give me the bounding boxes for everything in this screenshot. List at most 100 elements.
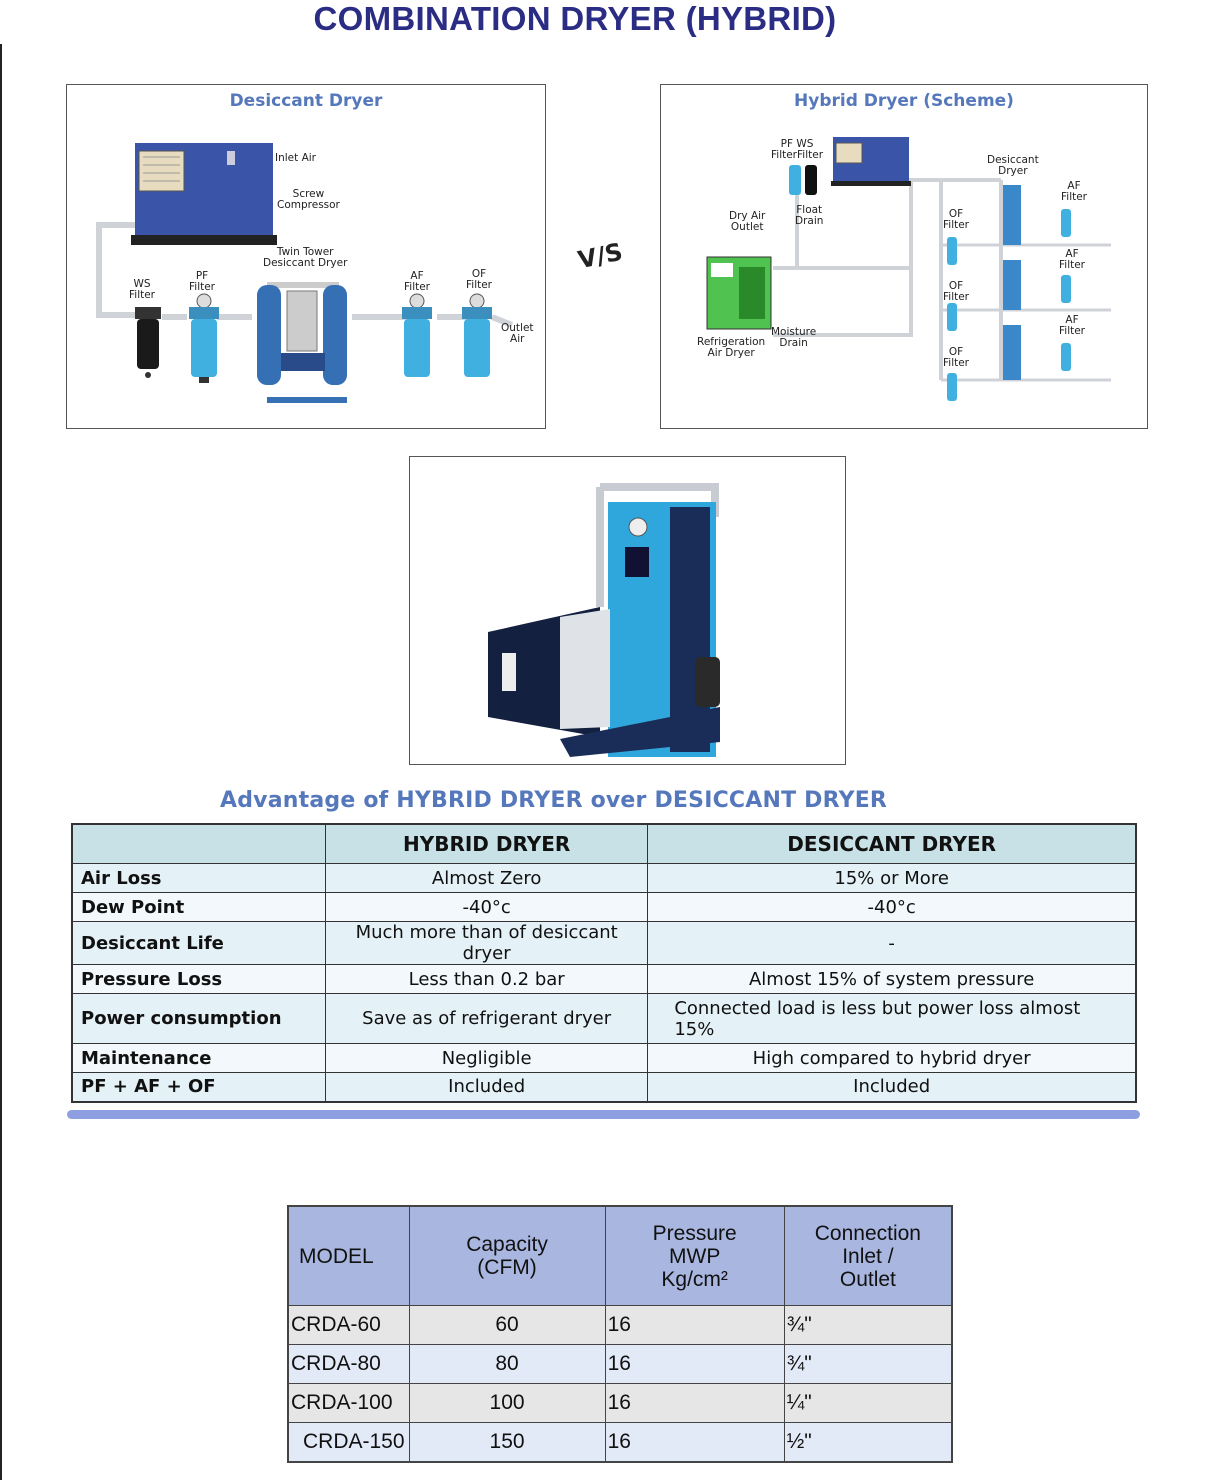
row-label: Desiccant Life	[71, 921, 326, 965]
connection-cell: ¾"	[783, 1344, 953, 1384]
screw-compressor-icon	[131, 143, 277, 245]
of-filter-icon	[462, 293, 492, 377]
desiccant-value: Almost 15% of system pressure	[647, 964, 1137, 994]
page-title: COMBINATION DRYER (HYBRID)	[313, 0, 837, 37]
row-label: Maintenance	[71, 1043, 326, 1073]
af-filter-icon	[402, 293, 432, 377]
specification-table: MODEL Capacity (CFM) Pressure MWP Kg/cm²…	[287, 1205, 953, 1463]
capacity-cell: 80	[408, 1344, 606, 1384]
hybrid-panel-title: Hybrid Dryer (Scheme)	[794, 91, 1014, 111]
hybrid-value: Much more than of desiccant dryer	[324, 921, 649, 965]
connection-cell: ¾"	[783, 1305, 953, 1345]
capacity-cell: 150	[408, 1422, 606, 1463]
model-cell: CRDA-80	[287, 1344, 410, 1384]
row-label: Pressure Loss	[71, 964, 326, 994]
header-desiccant: DESICCANT DRYER	[647, 823, 1137, 864]
header-connection: Connection Inlet / Outlet	[783, 1205, 953, 1306]
connection-cell: ½"	[783, 1422, 953, 1463]
pressure-cell: 16	[604, 1344, 785, 1384]
desiccant-value: Connected load is less but power loss al…	[647, 993, 1137, 1044]
header-pressure: Pressure MWP Kg/cm²	[604, 1205, 785, 1306]
table-row: Desiccant Life Much more than of desicca…	[71, 921, 1137, 965]
hybrid-value: -40°c	[324, 892, 649, 922]
table-row: PF + AF + OF Included Included	[71, 1072, 1137, 1102]
pressure-cell: 16	[604, 1305, 785, 1345]
inlet-air-label: Inlet Air	[275, 152, 317, 164]
row-label: Power consumption	[71, 993, 326, 1044]
af-filter-icon	[1061, 209, 1071, 371]
desiccant-panel-title: Desiccant Dryer	[229, 91, 383, 111]
twin-tower-dryer-icon	[257, 282, 347, 403]
versus-label: V/S	[575, 237, 626, 275]
hybrid-value: Included	[324, 1072, 649, 1102]
table-row: Dew Point -40°c -40°c	[71, 892, 1137, 922]
hybrid-value: Almost Zero	[324, 863, 649, 893]
desiccant-dryer-panel: Desiccant Dryer	[66, 84, 546, 429]
hybrid-dryer-panel: Hybrid Dryer (Scheme)	[660, 84, 1148, 429]
table-row: Power consumption Save as of refrigerant…	[71, 993, 1137, 1044]
pressure-cell: 16	[604, 1383, 785, 1423]
header-blank	[71, 823, 326, 864]
row-label: Air Loss	[71, 863, 326, 893]
table-row: Maintenance Negligible High compared to …	[71, 1043, 1137, 1073]
section-divider	[67, 1110, 1140, 1119]
pressure-cell: 16	[604, 1422, 785, 1463]
hybrid-value: Save as of refrigerant dryer	[324, 993, 649, 1044]
advantage-title: Advantage of HYBRID DRYER over DESICCANT…	[220, 788, 888, 813]
desiccant-tower-icon	[1003, 185, 1021, 380]
refrigeration-dryer-icon	[706, 256, 772, 330]
model-cell: CRDA-150	[287, 1422, 410, 1463]
of-filter-icon	[947, 237, 957, 401]
advantage-header-row: HYBRID DRYER DESICCANT DRYER	[71, 823, 1137, 864]
desiccant-value: High compared to hybrid dryer	[647, 1043, 1137, 1073]
desiccant-system-diagram	[96, 143, 514, 403]
header-hybrid: HYBRID DRYER	[324, 823, 649, 864]
desiccant-value: 15% or More	[647, 863, 1137, 893]
desiccant-value: Included	[647, 1072, 1137, 1102]
header-model: MODEL	[287, 1205, 410, 1306]
table-row: Air Loss Almost Zero 15% or More	[71, 863, 1137, 893]
hybrid-value: Negligible	[324, 1043, 649, 1073]
table-row: Pressure Loss Less than 0.2 bar Almost 1…	[71, 964, 1137, 994]
row-label: Dew Point	[71, 892, 326, 922]
model-cell: CRDA-100	[287, 1383, 410, 1423]
header-capacity: Capacity (CFM)	[408, 1205, 606, 1306]
table-row: CRDA-60 60 16 ¾"	[287, 1305, 953, 1345]
pf-ws-filters-icon	[789, 165, 817, 195]
capacity-cell: 100	[408, 1383, 606, 1423]
table-row: CRDA-80 80 16 ¾"	[287, 1344, 953, 1384]
ws-filter-icon	[135, 307, 161, 378]
table-row: CRDA-100 100 16 ¼"	[287, 1383, 953, 1423]
row-label: PF + AF + OF	[71, 1072, 326, 1102]
spec-header-row: MODEL Capacity (CFM) Pressure MWP Kg/cm²…	[287, 1205, 953, 1306]
model-cell: CRDA-60	[287, 1305, 410, 1345]
product-illustration	[488, 483, 720, 757]
desiccant-value: -	[647, 921, 1137, 965]
hybrid-value: Less than 0.2 bar	[324, 964, 649, 994]
page-left-rule	[0, 44, 2, 1480]
advantage-table: HYBRID DRYER DESICCANT DRYER Air Loss Al…	[71, 823, 1137, 1103]
hybrid-dryer-product-photo	[409, 456, 846, 765]
compressor-icon	[831, 137, 911, 186]
table-row: CRDA-150 150 16 ½"	[287, 1422, 953, 1463]
pf-filter-icon	[189, 293, 219, 383]
hybrid-scheme-diagram	[706, 137, 1111, 401]
